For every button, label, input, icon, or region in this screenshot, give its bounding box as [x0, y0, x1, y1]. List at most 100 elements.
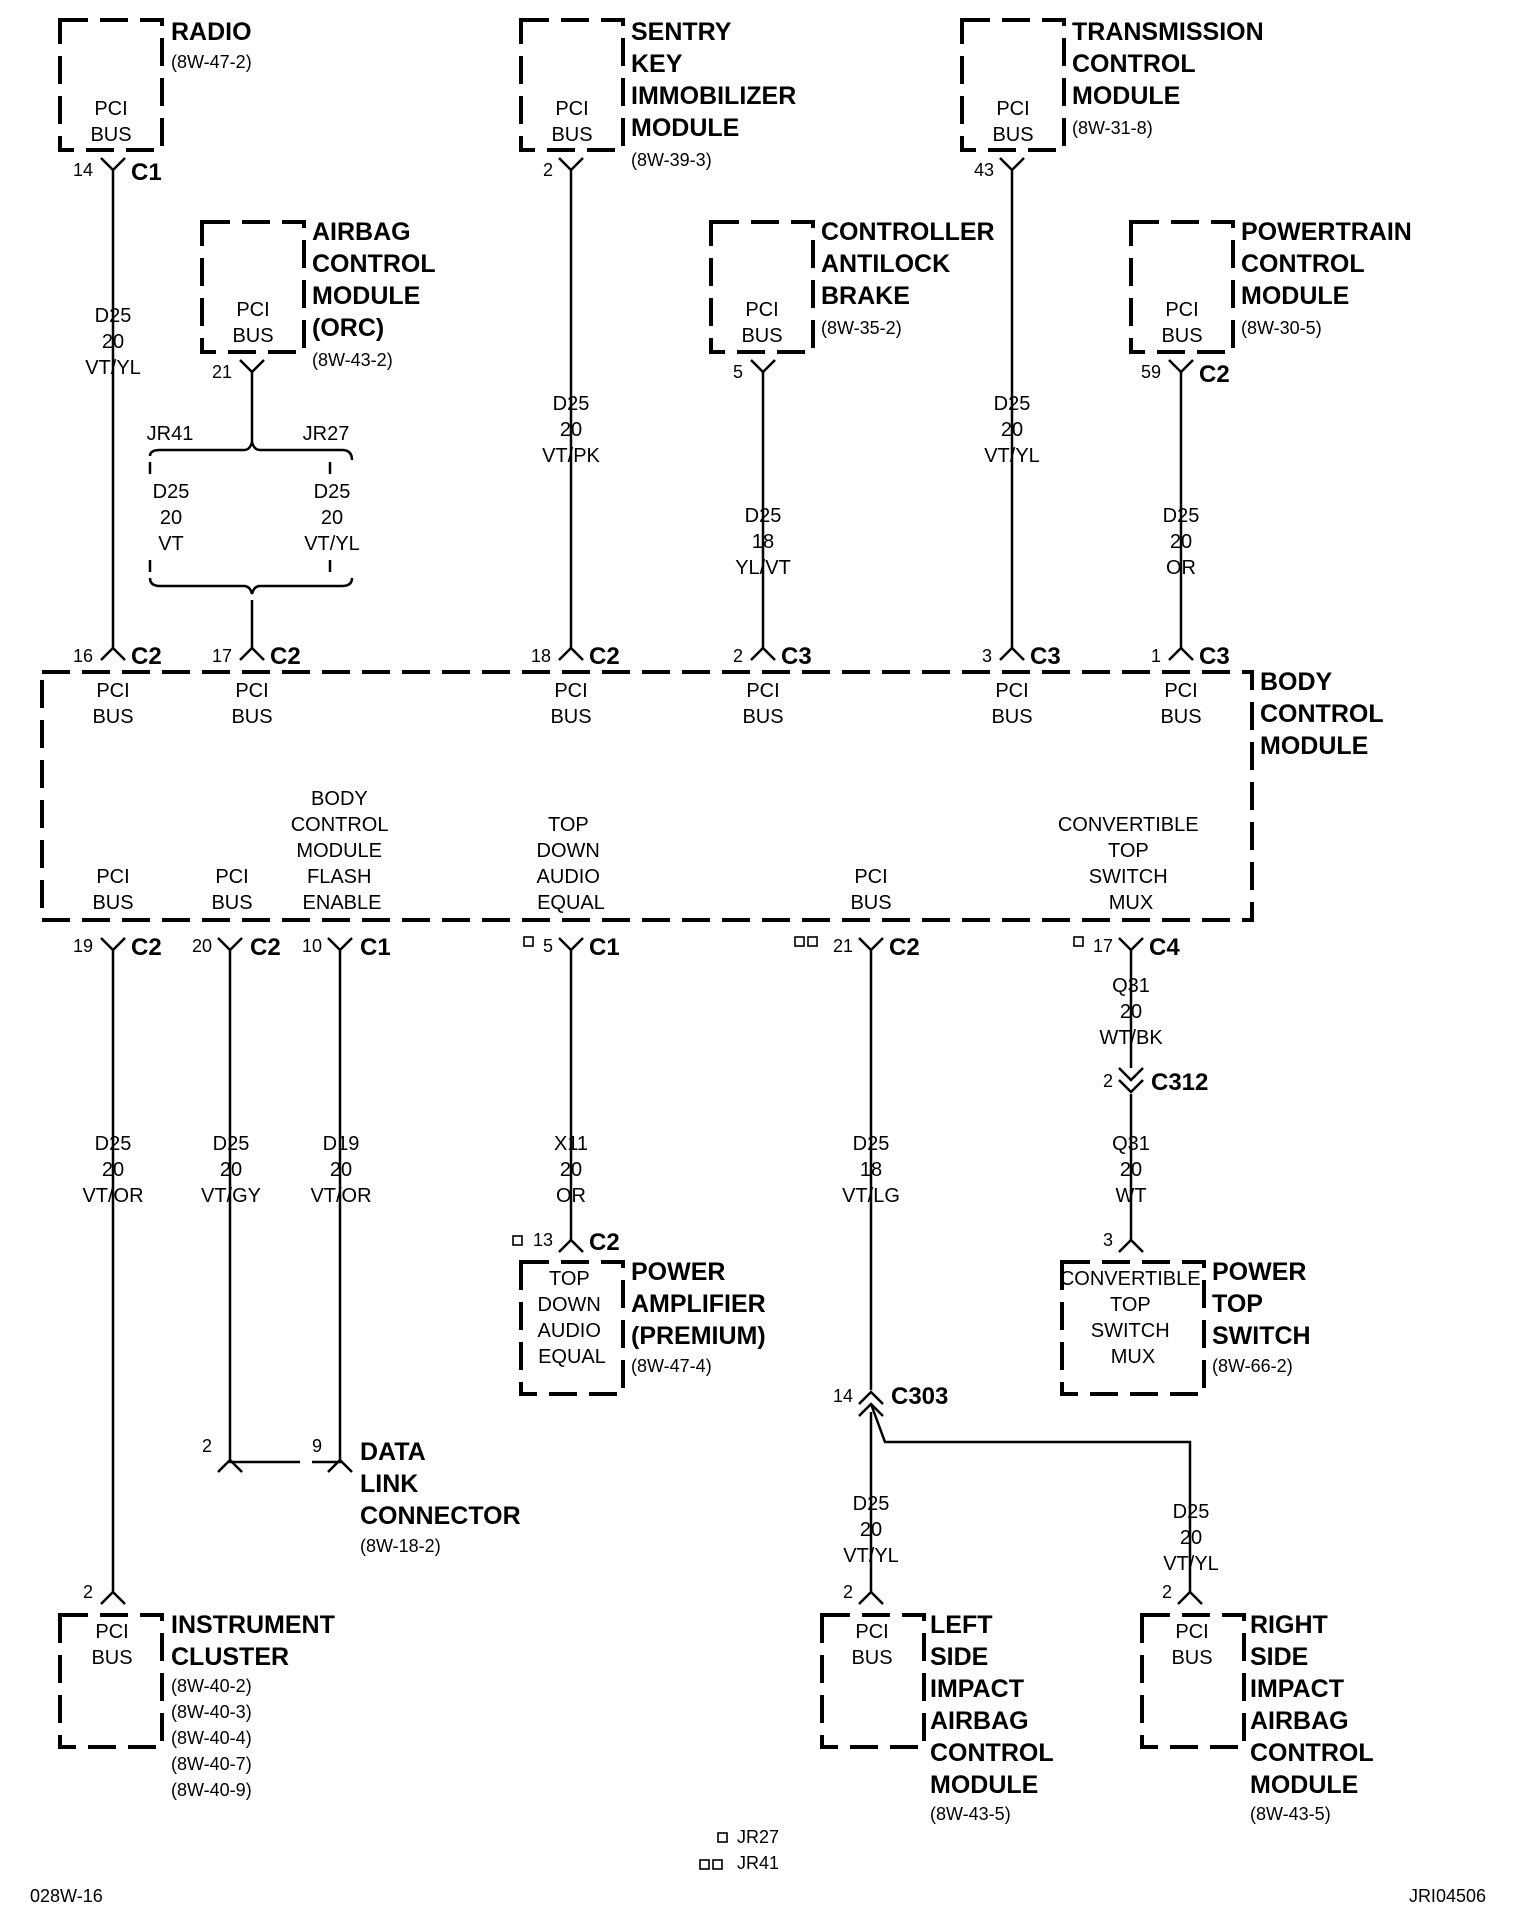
- pin-number: 2: [1103, 1071, 1113, 1091]
- pcm-ref: (8W-30-5): [1241, 318, 1322, 338]
- splice-markers: [512, 936, 1084, 1870]
- pin-number: 2: [733, 646, 743, 666]
- tcm-ref: (8W-31-8): [1072, 118, 1153, 138]
- pcm-title: POWERTRAIN CONTROL MODULE: [1241, 218, 1419, 310]
- pin-number: 20: [192, 936, 212, 956]
- right-side-impact-airbag-box: [1140, 1613, 1246, 1749]
- footer-right-code: JRI04506: [1409, 1886, 1486, 1906]
- connector-name: C2: [131, 643, 162, 670]
- power-amplifier-box: [519, 1260, 625, 1396]
- connector-name: C2: [589, 1229, 620, 1256]
- pin-number: 59: [1141, 362, 1161, 382]
- rsiab-ref: (8W-43-5): [1250, 1804, 1331, 1824]
- bcm-bottom-pin-label: TOP DOWN AUDIO EQUAL: [537, 814, 606, 914]
- pin-number: 16: [73, 646, 93, 666]
- airbag-title: AIRBAG CONTROL MODULE (ORC): [312, 218, 442, 342]
- cluster-refs: (8W-40-2) (8W-40-3) (8W-40-4) (8W-40-7) …: [171, 1676, 257, 1800]
- radio-box: [58, 18, 164, 152]
- pin-number: 5: [543, 936, 553, 956]
- lsiab-ref: (8W-43-5): [930, 1804, 1011, 1824]
- jumper-label-jr41: JR41: [147, 423, 194, 445]
- left-side-impact-airbag-box: [820, 1613, 926, 1749]
- connector-name: C2: [250, 934, 281, 961]
- pin-number: 13: [533, 1230, 553, 1250]
- terminals: [100, 157, 1203, 1605]
- dlc-ref: (8W-18-2): [360, 1536, 441, 1556]
- bcm-bottom-pin-label: CONVERTIBLE TOP SWITCH MUX: [1058, 814, 1204, 914]
- bcm-bottom-pin-label: BODY CONTROL MODULE FLASH ENABLE: [291, 788, 394, 914]
- pin-number: 17: [1093, 936, 1113, 956]
- connector-name: C2: [589, 643, 620, 670]
- power-top-switch-box: [1060, 1260, 1206, 1396]
- pin-number: 21: [833, 936, 853, 956]
- connector-name: C3: [1030, 643, 1061, 670]
- pin-number: 2: [83, 1582, 93, 1602]
- connector-name: C2: [270, 643, 301, 670]
- connector-name: C3: [781, 643, 812, 670]
- pin-number: 3: [982, 646, 992, 666]
- pin-number: 2: [1162, 1582, 1172, 1602]
- dlc-title: DATA LINK CONNECTOR: [360, 1438, 521, 1530]
- rsiab-title: RIGHT SIDE IMPACT AIRBAG CONTROL MODULE: [1250, 1611, 1380, 1799]
- footer-left-code: 028W-16: [30, 1886, 103, 1906]
- bcm-title: BODY CONTROL MODULE: [1260, 668, 1390, 760]
- pin-number: 14: [833, 1386, 853, 1406]
- powertrain-control-module-box: [1129, 220, 1235, 354]
- amp-title: POWER AMPLIFIER (PREMIUM): [631, 1258, 773, 1350]
- cab-ref: (8W-35-2): [821, 318, 902, 338]
- sentry-key-immobilizer-box: [519, 18, 625, 152]
- body-control-module-box: [40, 670, 1254, 922]
- pin-number: 21: [212, 362, 232, 382]
- legend-label-jr27: JR27: [737, 1827, 779, 1847]
- pin-number: 2: [843, 1582, 853, 1602]
- connector-name: C1: [589, 934, 620, 961]
- connector-name: C2: [1199, 361, 1230, 388]
- connector-name: C2: [131, 934, 162, 961]
- connector-name: C303: [891, 1383, 948, 1410]
- lsiab-title: LEFT SIDE IMPACT AIRBAG CONTROL MODULE: [930, 1611, 1060, 1799]
- connector-name: C1: [131, 159, 162, 186]
- radio-title: RADIO: [171, 18, 252, 46]
- radio-ref: (8W-47-2): [171, 52, 252, 72]
- controller-antilock-brake-box: [709, 220, 815, 354]
- airbag-control-module-box: [200, 220, 306, 354]
- connector-name: C1: [360, 934, 391, 961]
- connector-name: C4: [1149, 934, 1180, 961]
- connector-name: C3: [1199, 643, 1230, 670]
- pin-number: 2: [543, 160, 553, 180]
- connector-name: C312: [1151, 1069, 1208, 1096]
- pin-number: 1: [1151, 646, 1161, 666]
- pin-number: 10: [302, 936, 322, 956]
- pin-number: 2: [202, 1436, 212, 1456]
